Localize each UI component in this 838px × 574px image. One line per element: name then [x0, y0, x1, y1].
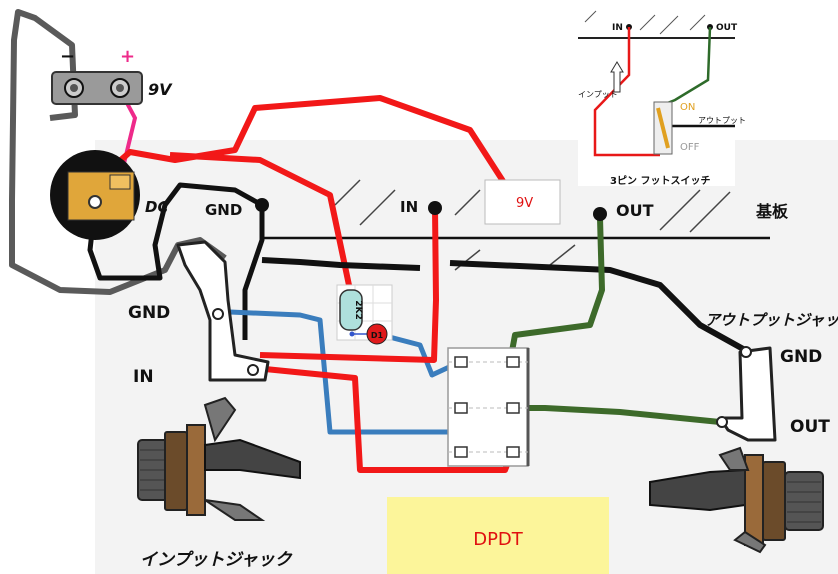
inset-up-arrow-icon [610, 61, 624, 93]
dc-jack-label: DC [145, 198, 168, 216]
gray-wire [9, 9, 227, 295]
board-hatching [334, 179, 731, 271]
resistor-body [339, 289, 363, 331]
battery-voltage-label: 9V [148, 80, 173, 99]
black-output-gnd-wire [261, 257, 747, 353]
battery-minus-label: − [60, 46, 75, 67]
inset-on-label: ON [680, 102, 695, 113]
red-resistor-wire [169, 152, 353, 291]
input-jack-in-label: IN [133, 367, 154, 387]
battery-snap: − + 9V [51, 46, 173, 105]
inset-off-label: OFF [680, 142, 700, 153]
output-jack-caption: アウトプットジャック [705, 311, 838, 329]
input-jack-in-hole [247, 364, 259, 376]
output-jack-out-label: OUT [790, 417, 830, 437]
black-ground-wire [87, 182, 265, 340]
output-jack-nut [762, 461, 786, 541]
red-in-wire [259, 207, 439, 363]
input-jack-body [204, 438, 301, 480]
inset-hatching [584, 10, 706, 35]
inset-output-label: アウトプット [698, 116, 746, 125]
board-out-pad [593, 207, 607, 221]
output-jack-gnd-hole [740, 346, 752, 358]
green-out-wire [507, 217, 605, 363]
input-jack-tab: GND IN [128, 240, 270, 387]
input-jack-lug-bottom [204, 499, 266, 521]
output-jack-thread-lines [787, 481, 821, 523]
input-jack-nut [164, 431, 188, 511]
resistor-led-area: 2K2 D1 [336, 284, 393, 345]
output-jack-gnd-label: GND [780, 347, 822, 367]
resistor-label: 2K2 [353, 300, 363, 320]
inset-out-label: OUT [716, 23, 738, 33]
board-title: 基板 [755, 202, 789, 221]
inset-red-wire [593, 27, 660, 157]
output-jack-out-hole [716, 416, 728, 428]
board-power-box-label: 9V [516, 196, 533, 211]
dc-jack-pin [88, 195, 102, 209]
output-jack-thread [784, 471, 824, 531]
input-jack-washer [186, 424, 206, 516]
board-out-label: OUT [616, 201, 654, 220]
board-power-box [484, 179, 561, 225]
dpdt-label-box [387, 497, 609, 574]
red-power-wire [98, 95, 515, 197]
input-jack-caption: インプットジャック [140, 550, 293, 570]
input-jack-lug-top [203, 396, 237, 443]
dc-jack-tab [109, 174, 131, 190]
output-jack-image [649, 446, 824, 554]
led-body [366, 323, 388, 345]
output-jack-lug-bottom [733, 530, 767, 554]
input-jack-image: インプットジャック [137, 396, 301, 570]
dpdt-switch: DPDT [387, 347, 609, 574]
board-in-label: IN [400, 198, 418, 216]
battery-plus-label: + [120, 46, 135, 67]
input-jack-thread-lines [140, 449, 166, 491]
output-jack-lug-top [718, 446, 750, 471]
board-gnd-label: GND [205, 201, 242, 219]
inset-caption: 3ピン フットスイッチ [610, 175, 710, 187]
led-label: D1 [371, 331, 384, 340]
input-jack-gnd-label: GND [128, 303, 170, 323]
board-in-pad [428, 201, 442, 215]
battery-minus-terminal-center [70, 84, 78, 92]
battery-plus-terminal-center [116, 84, 124, 92]
dc-jack: DC [50, 150, 168, 240]
input-jack-gnd-hole [212, 308, 224, 320]
inset-in-label: IN [612, 23, 623, 33]
output-jack-lug [718, 346, 777, 442]
dpdt-label: DPDT [473, 529, 524, 550]
footswitch-inset: IN OUT インプット アウトプット ON OFF 3ピン フットスイッチ [578, 8, 746, 187]
dpdt-lugs [454, 356, 520, 458]
inset-input-label: インプット [578, 90, 618, 99]
output-jack-tab: アウトプットジャック GND OUT [705, 311, 838, 442]
board-gnd-pad [255, 198, 269, 212]
inset-switch-lever [656, 107, 670, 149]
led-lead-dot [349, 331, 355, 337]
